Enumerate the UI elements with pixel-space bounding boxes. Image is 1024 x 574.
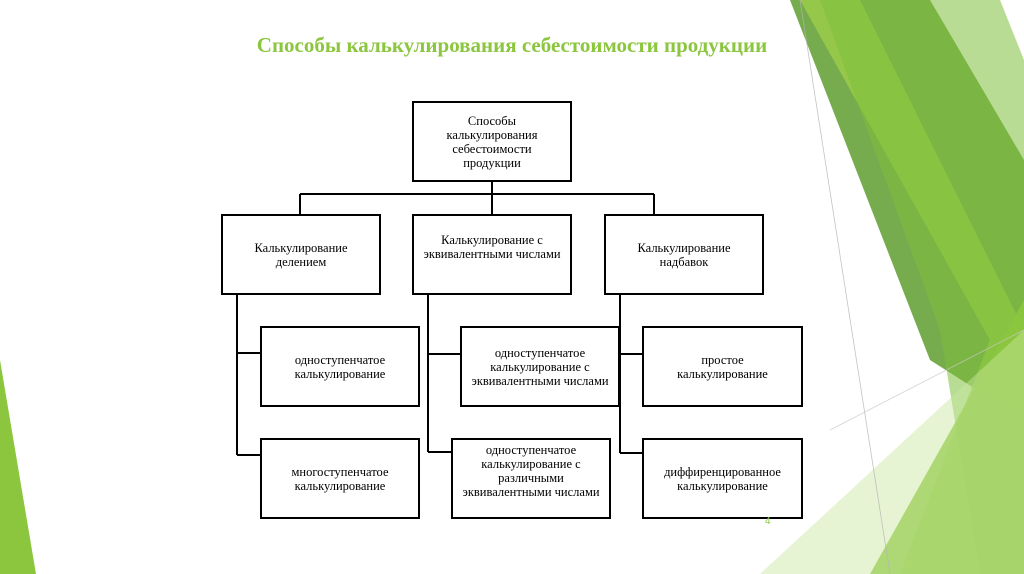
group-node-division: Калькулирование делением <box>221 214 381 295</box>
slide-title: Способы калькулирования себестоимости пр… <box>256 33 768 57</box>
item-node-multi-stage: многоступенчатое калькулирование <box>260 438 420 519</box>
deco-shape-left <box>0 360 36 574</box>
item-node-single-stage-various-equivalent: одноступенчатое калькулирование с различ… <box>451 438 611 519</box>
deco-thin-line <box>799 0 891 574</box>
root-node: Способы калькулирования себестоимости пр… <box>412 101 572 182</box>
item-node-differentiated: диффиренцированное калькулирование <box>642 438 803 519</box>
item-node-single-stage: одноступенчатое калькулирование <box>260 326 420 407</box>
slide-number: 4 <box>765 516 771 527</box>
item-node-single-stage-equivalent: одноступенчатое калькулирование с эквива… <box>460 326 620 407</box>
deco-thin-line-2 <box>829 329 1024 431</box>
deco-shape-bottom-faint <box>760 330 1024 574</box>
item-node-simple: простое калькулирование <box>642 326 803 407</box>
group-node-equivalent-numbers: Калькулирование с эквивалентными числами <box>412 214 572 295</box>
deco-shape-bottom-right <box>870 300 1024 574</box>
group-node-markups: Калькулирование надбавок <box>604 214 764 295</box>
